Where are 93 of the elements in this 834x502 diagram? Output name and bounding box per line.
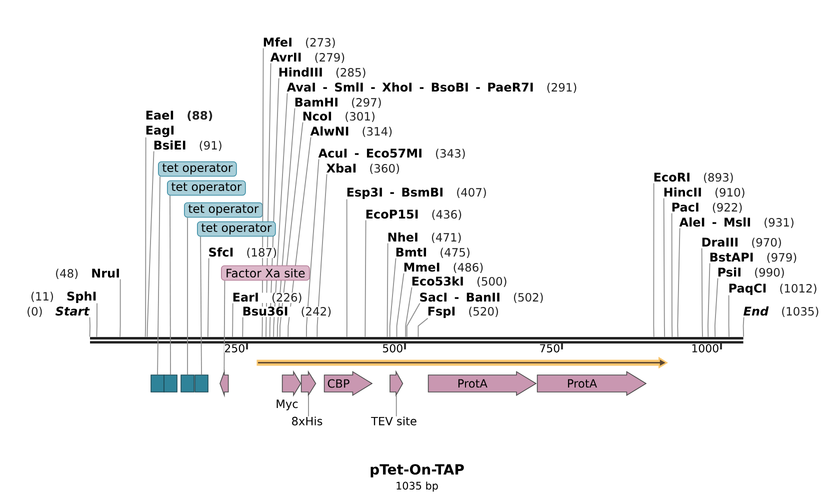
cut-site-label: NheI (471) [388, 232, 461, 243]
leader-line [144, 136, 146, 338]
cut-site-label: SacI - BanII (502) [420, 292, 543, 303]
scale-label: 250 [224, 344, 246, 352]
leader-line [187, 217, 188, 376]
feature-tag: tet operator [197, 221, 276, 237]
feature-label: Myc [276, 400, 298, 410]
cut-site-label: EaeI (88) EagI [146, 110, 212, 138]
leader-line [386, 242, 388, 338]
cut-site-label: PsiI (990) [718, 267, 784, 278]
leader-line [96, 302, 98, 338]
cut-site-label: EcoP15I (436) [366, 210, 462, 220]
cut-site-label: Bsu36I (242) [242, 306, 332, 317]
leader-line [316, 174, 328, 338]
leader-line [396, 395, 397, 417]
leader-line [364, 220, 366, 338]
feature-block [194, 374, 208, 392]
feature-block [220, 369, 229, 398]
cut-site-label: AvaI - SmlI - XhoI - BsoBI - PaeR7I (291) [286, 82, 576, 93]
cut-site-label: SfcI (187) [208, 247, 278, 258]
cut-site-label: AvrII (279) [270, 52, 344, 63]
sequence-length: 1035 bp [396, 482, 438, 492]
leader-line [224, 280, 226, 372]
sequence-end-label: (0) Start [28, 306, 90, 317]
cut-site-label: AleI - MslI (931) [679, 217, 794, 228]
cut-site-label: XbaI (360) [326, 163, 400, 174]
cut-site-label: BmtI (475) [396, 248, 470, 258]
cut-site-label: BstAPI (979) [710, 252, 796, 263]
leader-line [728, 294, 730, 338]
cut-site-label: (48) NruI [56, 268, 119, 279]
leader-line [742, 316, 744, 338]
cut-site-label: (11) SphI [31, 291, 96, 303]
leader-line [306, 158, 320, 338]
feature-block: ProtA [428, 370, 537, 396]
leader-line [701, 248, 703, 338]
leader-line [653, 182, 654, 338]
feature-block [164, 374, 178, 392]
leader-line [405, 286, 412, 338]
leader-line [89, 316, 90, 338]
leader-line [418, 318, 428, 338]
leader-line [714, 278, 718, 338]
cut-site-label: BsiEI (91) [154, 140, 222, 151]
cut-site-label: HindIII (285) [279, 67, 366, 78]
cut-site-label: PacI (922) [672, 202, 742, 213]
cut-site-label: MmeI (486) [404, 262, 483, 273]
cut-site-label: AlwNI (314) [310, 126, 392, 137]
cut-site-label: MfeI (273) [264, 37, 335, 48]
cut-site-label: NcoI (301) [303, 112, 374, 122]
leader-line [207, 258, 210, 338]
map-title: pTet-On-TAP [370, 464, 464, 478]
leader-line [677, 228, 680, 338]
scale-label: 1000 [691, 344, 720, 352]
leader-line [396, 272, 404, 338]
cut-site-label: EcoRI (893) [654, 172, 733, 183]
cut-site-label: EarI (226) [232, 292, 302, 303]
cut-site-label: Esp3I - BsmBI (407) [347, 188, 486, 199]
leader-line [389, 258, 396, 338]
cut-site-label: PaqCI (1012) [729, 284, 816, 295]
feature-block: CBP [324, 370, 373, 396]
feature-label: TEV site [371, 416, 416, 426]
feature-tag: tet operator [184, 202, 263, 218]
feature-block [180, 374, 194, 392]
feature-block [390, 370, 404, 397]
leader-line [170, 195, 171, 376]
feature-tag: tet operator [158, 161, 237, 177]
feature-label: 8xHis [292, 416, 322, 426]
leader-line [346, 198, 348, 338]
scale-label: 750 [539, 344, 560, 352]
cut-site-label: Eco53kI (500) [412, 276, 506, 287]
feature-block [150, 374, 164, 392]
cut-site-label: HincII (910) [664, 187, 744, 198]
leader-line [120, 278, 121, 338]
cut-site-label: AcuI - Eco57MI (343) [318, 148, 465, 159]
leader-line [146, 150, 154, 338]
cut-site-label: BamHI (297) [295, 98, 381, 108]
leader-line [200, 236, 202, 376]
scale-label: 500 [382, 344, 404, 352]
feature-block: ProtA [536, 370, 647, 396]
cut-site-label: FspI (520) [428, 306, 498, 318]
sequence-end-label: End (1035) [744, 306, 818, 317]
leader-line [157, 176, 160, 376]
leader-line [708, 262, 710, 338]
leader-line [663, 198, 666, 338]
leader-line [406, 302, 420, 338]
leader-line [242, 316, 244, 338]
leader-line [308, 395, 309, 417]
cut-site-label: DraIII (970) [702, 238, 781, 248]
leader-line [671, 212, 673, 338]
dna-backbone [90, 336, 744, 344]
leader-line [232, 302, 234, 338]
feature-block [300, 370, 316, 397]
feature-tag: Factor Xa site [221, 265, 310, 281]
feature-tag: tet operator [167, 180, 246, 196]
